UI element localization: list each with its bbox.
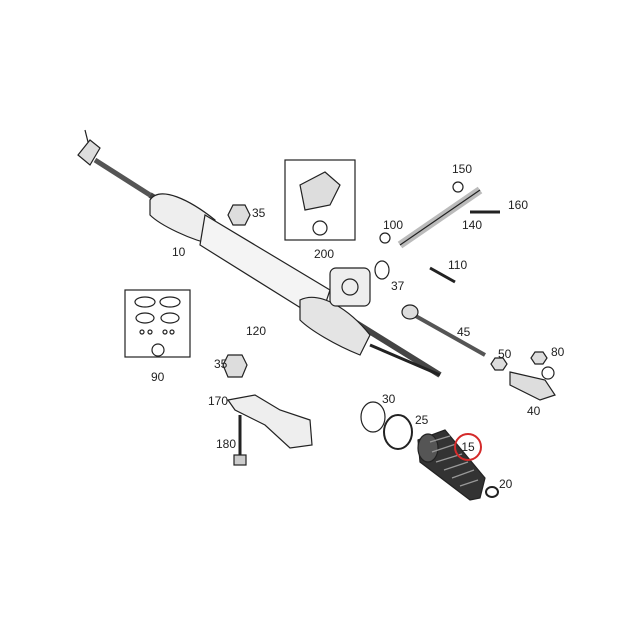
left-tie-rod-end xyxy=(77,129,152,198)
part-15-bellows-boot xyxy=(417,429,486,501)
label-120[interactable]: 120 xyxy=(246,324,267,338)
label-30[interactable]: 30 xyxy=(382,392,396,406)
label-15-highlighted[interactable]: 15 xyxy=(454,433,482,461)
label-25[interactable]: 25 xyxy=(415,413,429,427)
label-45[interactable]: 45 xyxy=(457,325,471,339)
label-160[interactable]: 160 xyxy=(508,198,529,212)
label-50[interactable]: 50 xyxy=(498,347,512,361)
part-170-bracket xyxy=(226,394,313,449)
steering-rack xyxy=(148,192,442,378)
label-35-lower[interactable]: 35 xyxy=(214,357,228,371)
label-90[interactable]: 90 xyxy=(151,370,165,384)
label-200[interactable]: 200 xyxy=(314,247,335,261)
label-150[interactable]: 150 xyxy=(452,162,473,176)
part-35-mount-lower xyxy=(222,354,248,378)
label-180[interactable]: 180 xyxy=(216,437,237,451)
part-30-ring xyxy=(360,401,386,433)
label-10[interactable]: 10 xyxy=(172,245,186,259)
label-110[interactable]: 110 xyxy=(448,258,468,272)
label-80[interactable]: 80 xyxy=(551,345,565,359)
label-100[interactable]: 100 xyxy=(383,218,404,232)
label-170[interactable]: 170 xyxy=(208,394,229,408)
label-140[interactable]: 140 xyxy=(462,218,483,232)
label-35[interactable]: 35 xyxy=(252,206,266,220)
part-90-seal-kit-box xyxy=(124,289,191,358)
label-37[interactable]: 37 xyxy=(391,279,405,293)
part-35-mount xyxy=(227,204,251,226)
part-25-clamp xyxy=(383,414,413,450)
label-20[interactable]: 20 xyxy=(499,477,513,491)
label-40[interactable]: 40 xyxy=(527,404,541,418)
part-20-clamp xyxy=(485,486,499,498)
